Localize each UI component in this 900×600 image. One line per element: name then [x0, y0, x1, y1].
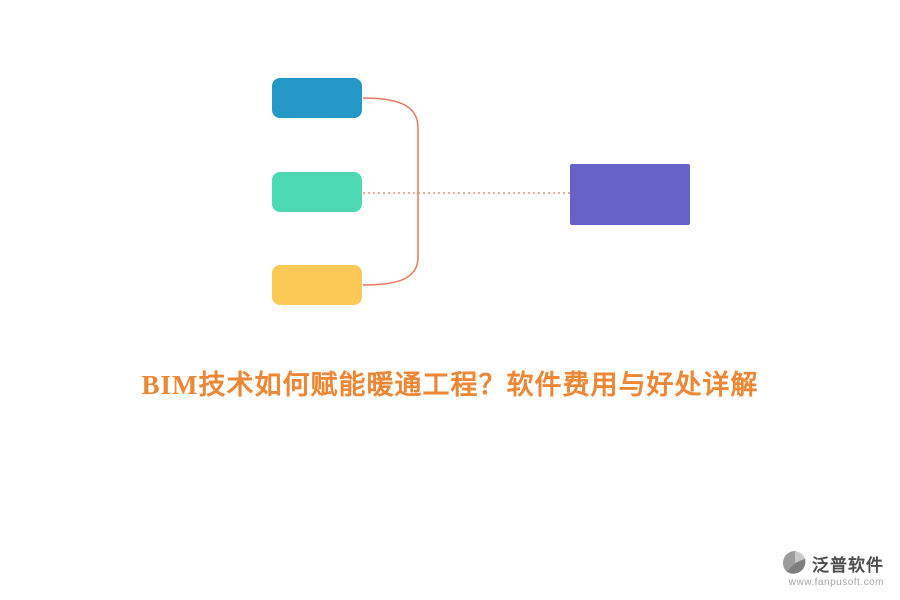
brand-row: 泛普软件 — [783, 550, 884, 576]
bracket-connector — [362, 97, 419, 286]
fanpu-logo-icon — [783, 550, 806, 574]
branch-node-bottom — [272, 265, 362, 305]
page-title: BIM技术如何赋能暖通工程？软件费用与好处详解 — [141, 370, 759, 400]
brand-name: 泛普软件 — [812, 555, 884, 575]
branch-node-top — [272, 78, 362, 118]
brand-footer: 泛普软件 www.fanpusoft.com — [783, 550, 884, 588]
brand-url: www.fanpusoft.com — [788, 577, 884, 588]
branch-node-middle — [272, 172, 362, 212]
root-node — [570, 164, 690, 225]
